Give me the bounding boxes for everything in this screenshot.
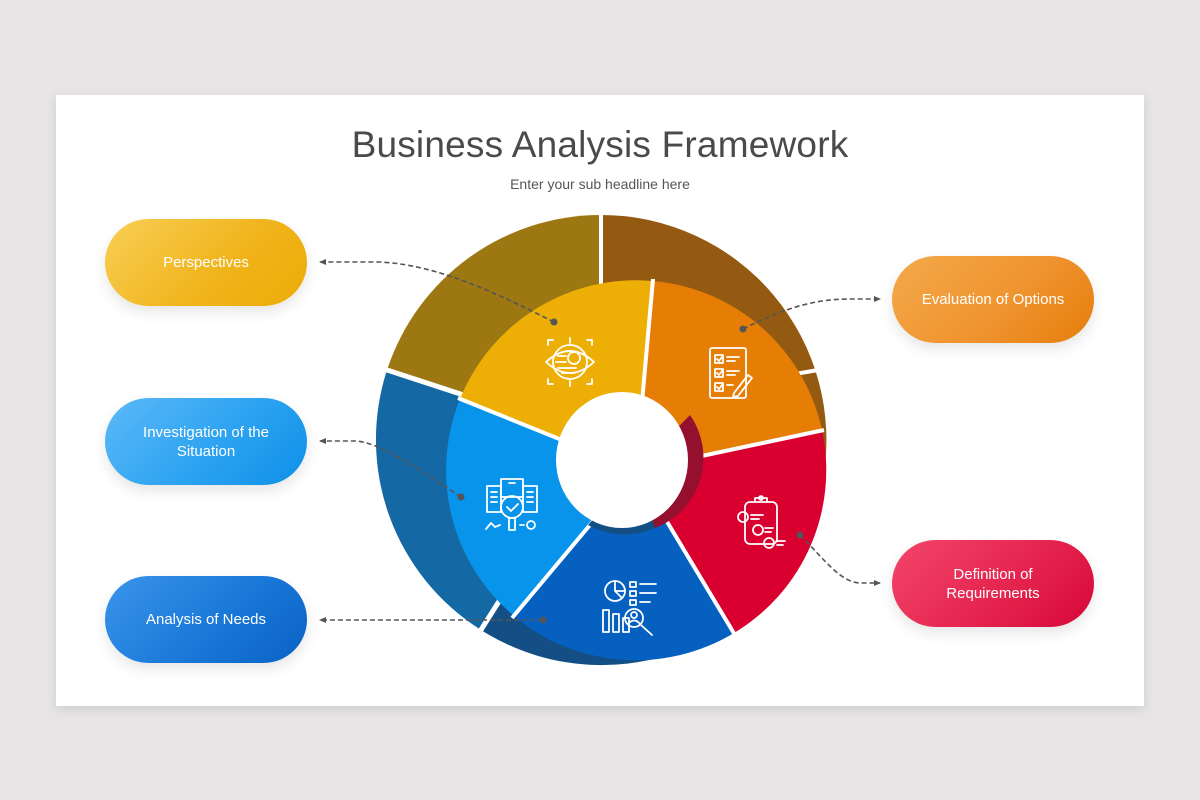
label-perspectives[interactable]: Perspectives (105, 219, 307, 306)
connector-investigation (319, 438, 462, 498)
connector-dots (457, 318, 804, 624)
label-definition-text: Definition of Requirements (946, 565, 1040, 602)
label-perspectives-text: Perspectives (163, 254, 249, 271)
chart-user-search-icon (602, 580, 657, 636)
connectors (319, 259, 881, 623)
eye-target-chart-icon (545, 337, 595, 387)
label-investigation[interactable]: Investigation of the Situation (105, 398, 307, 485)
checklist-pencil-icon (709, 347, 753, 399)
document-magnifier-check-icon (485, 478, 538, 531)
label-analysis-text: Analysis of Needs (145, 611, 267, 628)
label-evaluation-text: Evaluation of Options (921, 291, 1065, 308)
connector-definition (799, 534, 881, 586)
label-definition[interactable]: Definition of Requirements (892, 540, 1094, 627)
center-hole (556, 392, 688, 528)
slide-subtitle: Enter your sub headline here (510, 176, 690, 192)
slide-title: Business Analysis Framework (351, 124, 849, 165)
connector-evaluation (742, 296, 881, 330)
connector-perspectives (319, 259, 555, 323)
numbered-clipboard-icon (737, 495, 786, 549)
label-analysis[interactable]: Analysis of Needs (105, 576, 307, 663)
label-evaluation[interactable]: Evaluation of Options (892, 256, 1094, 343)
segment-analysis[interactable] (514, 470, 734, 661)
label-investigation-text: Investigation of the Situation (143, 423, 269, 460)
